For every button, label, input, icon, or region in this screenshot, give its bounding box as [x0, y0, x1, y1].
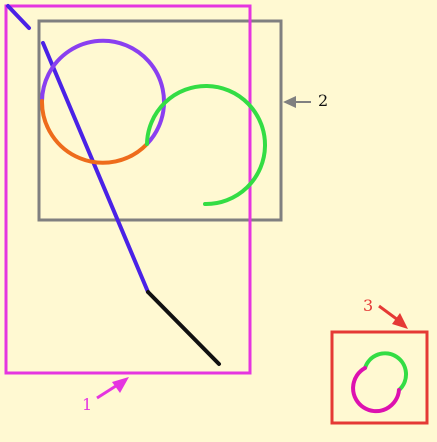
arrow-3-head: [392, 313, 408, 329]
black-line: [146, 290, 221, 366]
arrow-2-head: [283, 96, 296, 108]
blue-line-short: [6, 4, 31, 30]
box-1: [4, 4, 252, 375]
label-box-2: 2: [318, 91, 328, 110]
small-magenta-arc: [351, 366, 401, 414]
arrow-1-head: [112, 377, 129, 393]
orange-arc: [39, 99, 149, 165]
arrow-3-shaft: [378, 304, 399, 322]
box-2: [37, 19, 283, 222]
box-3: [330, 330, 429, 425]
label-box-3: 3: [363, 296, 373, 315]
green-arc: [145, 84, 267, 207]
blue-line-long: [41, 41, 150, 294]
purple-arc: [40, 38, 166, 146]
label-box-1: 1: [82, 395, 92, 414]
small-green-arc: [363, 351, 409, 392]
